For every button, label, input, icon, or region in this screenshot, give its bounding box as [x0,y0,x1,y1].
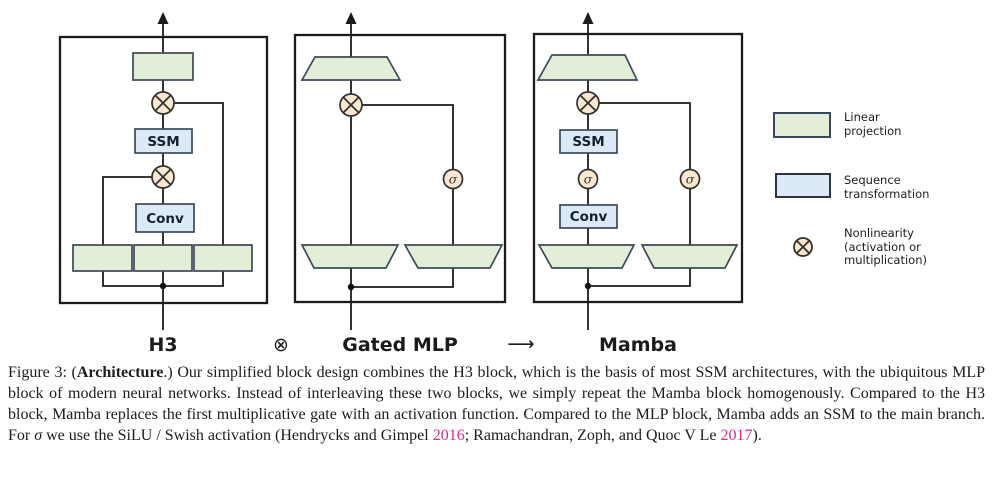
mamba-sigma-right-label: σ [686,172,695,187]
mamba-title: Mamba [599,334,677,356]
mamba-sigma-activation-right-icon: σ [679,168,701,190]
caption-text-c: ; Ramachandran, Zoph, and Quoc V Le [464,427,721,444]
sequence-transformation-swatch [775,173,831,198]
citation-2016-link[interactable]: 2016 [432,427,465,444]
h3-outer-box [58,35,269,305]
mamba-input-split-wire [588,268,691,287]
gated-mlp-input-projection-right-trapezoid [403,244,504,269]
gated-mlp-output-arrowhead-icon [345,12,357,24]
gated-mlp-sigma-activation-icon: σ [442,168,464,190]
architecture-diagram: SSM Conv [58,12,744,356]
mamba-input-projection-right-trapezoid [640,244,739,269]
mamba-outer-box [532,32,744,304]
mamba-multiply-gate-icon [576,91,600,115]
gated-mlp-output-projection-trapezoid [300,56,402,81]
caption-text-d: ). [752,427,762,444]
mamba-ssm-label: SSM [572,134,604,150]
gated-mlp-sigma-label: σ [449,172,458,187]
h3-output-arrowhead-icon [157,12,169,24]
caption-text-b: we use the SiLU / Swish activation (Hend… [42,427,433,444]
h3-input-projection-right [193,244,253,272]
h3-conv-label: Conv [146,211,184,227]
figure-caption: Figure 3: (Architecture.) Our simplified… [8,362,985,446]
h3-right-branch-wire [163,102,224,245]
nonlinearity-otimes-icon [793,237,813,257]
mamba-junction-dot [584,282,592,290]
gated-mlp-multiply-gate-icon [339,93,363,117]
mamba-output-arrowhead-icon [582,12,594,24]
gated-mlp-outer-box [293,33,507,304]
h3-ssm-box [134,128,193,154]
gated-mlp-title: Gated MLP [342,334,458,356]
h3-block: SSM Conv [58,12,269,330]
h3-input-projection-left [72,244,133,272]
caption-text-a: .) Our simplified block design combines … [8,364,985,444]
h3-conv-box [135,203,195,233]
sequence-transformation-label: Sequence transformation [844,173,930,201]
caption-architecture-bold: Architecture [76,364,164,381]
mamba-output-projection-trapezoid [536,54,639,81]
h3-left-branch-wire [102,176,163,245]
gated-mlp-junction-dot [347,283,355,291]
legend: Linear projection Sequence transformatio… [773,110,988,282]
rightwards-arrow-symbol: ⟶ [507,333,534,355]
mamba-conv-label: Conv [570,209,608,225]
citation-2017-link[interactable]: 2017 [720,427,753,444]
nonlinearity-label: Nonlinearity (activation or multiplicati… [844,226,927,267]
h3-title: H3 [148,334,177,356]
gated-mlp-input-split-wire [351,268,454,288]
h3-multiply-gate-icon [151,91,175,115]
linear-projection-label: Linear projection [844,110,902,138]
h3-output-linear-projection [132,52,194,81]
mamba-ssm-box [559,129,618,154]
mamba-right-branch-wire [588,102,691,245]
h3-ssm-label: SSM [147,134,179,150]
h3-junction-dot [159,282,167,290]
mamba-input-projection-left-trapezoid [537,244,636,269]
linear-projection-swatch [773,112,831,138]
gated-mlp-input-projection-left-trapezoid [300,244,400,269]
h3-input-projection-middle [133,244,193,272]
caption-figure-prefix: Figure 3: ( [8,364,77,381]
gated-mlp-right-branch-wire [351,104,454,245]
mamba-block: SSM σ Conv σ [532,12,744,330]
caption-sigma: σ [34,427,43,444]
compose-otimes-symbol: ⊗ [273,334,289,356]
mamba-conv-box [559,204,618,229]
h3-multiply-gate-2-icon [151,165,175,189]
mamba-sigma-activation-left-icon: σ [577,168,599,190]
gated-mlp-block: σ [293,12,507,330]
mamba-sigma-left-label: σ [584,172,593,187]
